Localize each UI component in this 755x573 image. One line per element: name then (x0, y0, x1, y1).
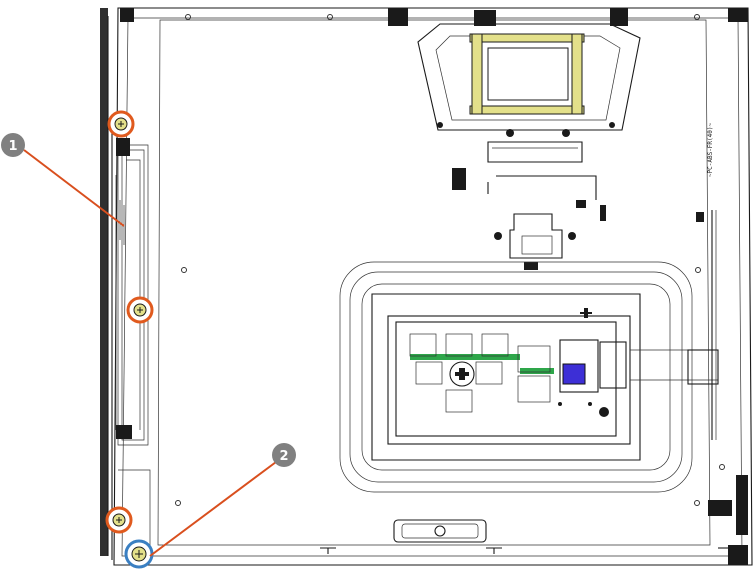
contact-board (395, 308, 627, 437)
screw-bottom (105, 506, 133, 534)
screw-middle (126, 296, 154, 324)
bottom-details (320, 519, 748, 565)
callout-2: 2 (272, 443, 296, 467)
screw-blue (124, 539, 154, 569)
center-recess (339, 261, 719, 493)
top-bracket (417, 10, 641, 137)
screw-top (107, 110, 135, 138)
leader-line-1 (23, 149, 125, 227)
mounting-holes (175, 14, 725, 506)
left-rail (100, 8, 151, 560)
callout-2-number: 2 (279, 449, 288, 464)
leader-line-2 (149, 461, 277, 557)
panel-body (113, 7, 753, 566)
side-panel-text: ~PC-ABS-FR(40)~ (707, 123, 714, 178)
clip-assembly (452, 141, 606, 270)
callout-1-number: 1 (8, 139, 17, 154)
callout-1: 1 (1, 133, 25, 157)
right-rail: ~PC-ABS-FR(40)~ (696, 123, 748, 535)
